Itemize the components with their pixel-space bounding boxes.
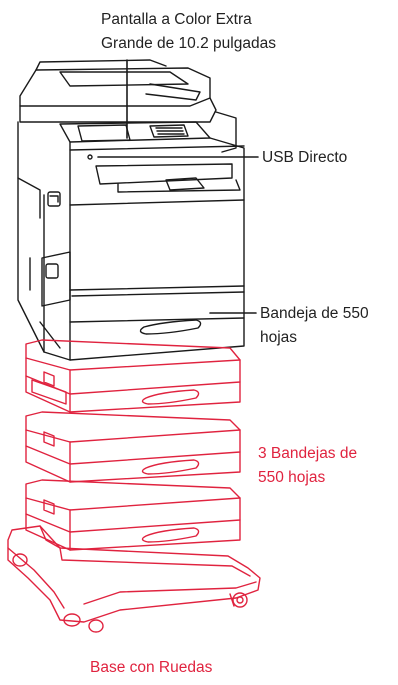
callout-lines xyxy=(97,59,259,314)
tray-label-line2: hojas xyxy=(260,329,298,346)
usb-port xyxy=(87,154,93,160)
caster-base xyxy=(7,525,261,633)
printer-body xyxy=(17,59,245,361)
optional-tray-2 xyxy=(25,411,241,483)
optional-tray-3 xyxy=(25,479,241,551)
extra-trays-label-line1: 3 Bandejas de xyxy=(258,445,358,462)
caster-wheels xyxy=(12,553,248,633)
caster-base-label: Base con Ruedas xyxy=(90,659,213,676)
optional-paper-trays xyxy=(25,339,241,551)
optional-tray-1 xyxy=(25,339,241,413)
usb-label: USB Directo xyxy=(262,149,348,166)
extra-trays-label-line2: 550 hojas xyxy=(258,469,326,486)
screen-label-line1: Pantalla a Color Extra xyxy=(101,11,252,28)
screen-panel xyxy=(59,121,211,143)
screen-label-line2: Grande de 10.2 pulgadas xyxy=(101,35,276,52)
tray-label-line1: Bandeja de 550 xyxy=(260,305,369,322)
